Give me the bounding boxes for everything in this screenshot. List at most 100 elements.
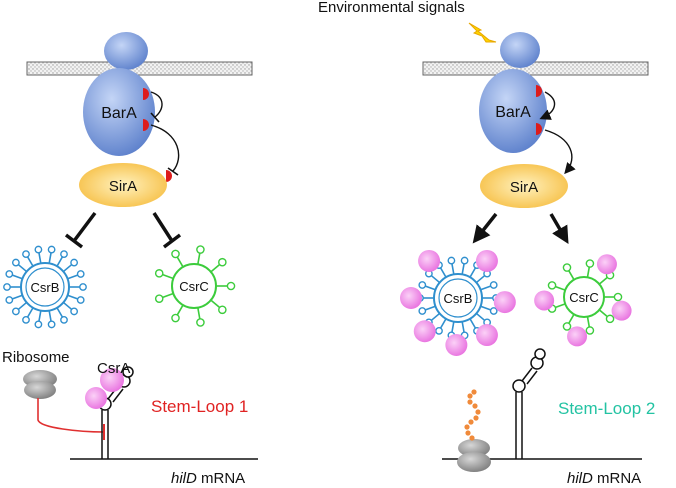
amino-acid — [467, 393, 473, 399]
amino-acid — [468, 419, 474, 425]
rna-loop — [418, 307, 427, 315]
csra-protein — [493, 291, 516, 314]
rna-loop — [585, 326, 595, 335]
ribosome-icon — [23, 370, 57, 399]
phosphate-icon — [536, 123, 542, 135]
rna-loop — [218, 305, 227, 315]
inhibition-bar — [64, 233, 84, 249]
rna-loop — [418, 281, 427, 289]
ribosome-label: Ribosome — [2, 349, 70, 366]
csra-protein — [400, 287, 422, 309]
left-panel: BarA SirA CsrB CsrC Ribosome — [2, 32, 258, 487]
csrc-rna-right: CsrC — [547, 259, 623, 335]
rna-loop — [34, 320, 43, 329]
environmental-signals-label: Environmental signals — [318, 0, 465, 16]
inhibition-bar — [167, 167, 179, 176]
sira-label-left: SirA — [109, 178, 137, 195]
rna-loop — [613, 292, 623, 302]
blocked-transfer-1-left — [150, 91, 163, 118]
rna-loop — [562, 263, 572, 272]
hild-mrna-label-right: hilD mRNA — [567, 470, 641, 487]
nascent-peptide — [464, 389, 481, 441]
amino-acid — [465, 430, 471, 436]
amino-acid — [469, 435, 475, 441]
phosphate-icon — [536, 85, 542, 97]
csrb-rna-left: CsrB — [3, 245, 87, 329]
rna-loop — [76, 270, 85, 278]
csra-protein — [413, 320, 436, 343]
rna-loop — [3, 283, 11, 291]
rna-loop — [22, 316, 30, 324]
bara-kinase-left — [83, 68, 155, 156]
hild-mrna-label-left: hilD mRNA — [171, 470, 245, 487]
lightning-bolt-icon — [468, 22, 497, 43]
rna-loop — [11, 258, 20, 267]
phosphate-icon — [143, 88, 149, 100]
csra-label: CsrA — [97, 360, 130, 377]
rna-loop — [22, 250, 30, 258]
sira-right — [480, 164, 568, 208]
csra-protein — [534, 290, 555, 311]
sira-label-right: SirA — [510, 179, 538, 196]
rna-loop — [585, 259, 595, 268]
bara-periplasmic-domain-left — [104, 32, 148, 70]
csra-protein — [445, 333, 468, 356]
rna-loop — [489, 281, 498, 289]
amino-acid — [473, 415, 479, 421]
rna-loop — [435, 327, 443, 335]
csra-protein — [475, 249, 498, 272]
rna-loop — [171, 313, 180, 323]
rna-loop — [218, 257, 227, 267]
blocked-transfer-2-left — [150, 124, 180, 172]
bara-label-right: BarA — [495, 104, 531, 121]
stem-loop-1-label: Stem-Loop 1 — [151, 397, 248, 416]
csra-protein — [85, 387, 107, 409]
csra-protein — [475, 324, 498, 347]
bara-kinase-right — [479, 69, 547, 153]
amino-acid — [471, 389, 477, 395]
inhibition-bar — [162, 233, 182, 249]
activation-to-csrb-right — [472, 212, 498, 244]
csrc-label-left: CsrC — [179, 279, 209, 294]
rna-loop — [226, 281, 236, 291]
rna-loop — [47, 320, 56, 329]
amino-acid — [472, 403, 478, 409]
inhibition-bar — [150, 112, 160, 123]
inhibition-to-csrb-left — [72, 211, 97, 243]
csra-protein — [418, 249, 441, 272]
rna-loop — [60, 316, 68, 324]
csra-protein — [596, 254, 617, 275]
bara-periplasmic-domain-right — [500, 32, 540, 68]
rna-loop — [70, 258, 79, 267]
rna-loop — [489, 307, 498, 315]
csrb-label-left: CsrB — [31, 280, 60, 295]
rna-loop — [34, 245, 43, 254]
rna-loop — [154, 269, 164, 278]
rna-loop — [547, 281, 557, 290]
phospho-transfer-2-right — [544, 129, 576, 175]
membrane-right — [422, 61, 649, 76]
csra-protein — [100, 368, 124, 392]
rna-loop — [5, 296, 14, 304]
rna-loop — [70, 307, 79, 316]
amino-acid — [475, 409, 481, 415]
rna-loop — [562, 322, 572, 331]
phosphate-icon — [143, 119, 149, 131]
rna-loop — [76, 296, 85, 304]
amino-acid — [464, 424, 470, 430]
rna-loop — [460, 256, 469, 265]
csrc-rna-left: CsrC — [154, 245, 236, 327]
rna-loop — [47, 245, 56, 254]
csrb-label-right: CsrB — [444, 291, 473, 306]
inhibition-to-csrc-left — [152, 212, 174, 242]
rna-loop — [5, 270, 14, 278]
ribosome-icon — [457, 439, 491, 472]
rna-loop — [196, 318, 205, 327]
stem-loop-2-label: Stem-Loop 2 — [558, 399, 655, 418]
bara-label-left: BarA — [101, 105, 137, 122]
rna-loop — [196, 245, 205, 254]
right-panel: BarA SirA CsrB CsrC — [400, 32, 655, 487]
phospho-transfer-1-right — [539, 91, 556, 120]
sira-left — [79, 163, 167, 207]
